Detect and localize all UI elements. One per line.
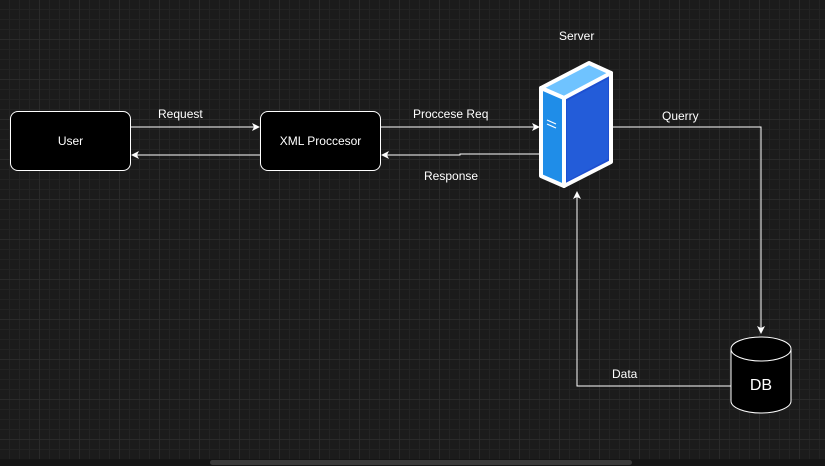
server-label: Server <box>559 29 595 43</box>
edge-label-request: Request <box>158 107 203 121</box>
edge-response[interactable] <box>381 151 540 159</box>
edge-label-response: Response <box>424 169 479 183</box>
user-node[interactable]: User <box>10 111 131 171</box>
edge-label-data: Data <box>612 367 638 381</box>
edge-querry[interactable] <box>612 126 765 334</box>
server-tower-icon[interactable] <box>539 61 613 188</box>
edge-label-querry: Querry <box>662 109 699 123</box>
edge-label-process-req: Proccese Req <box>413 107 489 121</box>
horizontal-scrollbar-thumb[interactable] <box>210 460 632 465</box>
horizontal-scrollbar[interactable] <box>0 459 825 466</box>
database-cylinder-icon[interactable] <box>730 336 792 414</box>
user-node-label: User <box>57 134 84 148</box>
edge-data[interactable] <box>573 191 731 387</box>
xml-processor-node[interactable]: XML Proccesor <box>260 111 381 171</box>
xml-processor-node-label: XML Proccesor <box>279 134 362 148</box>
